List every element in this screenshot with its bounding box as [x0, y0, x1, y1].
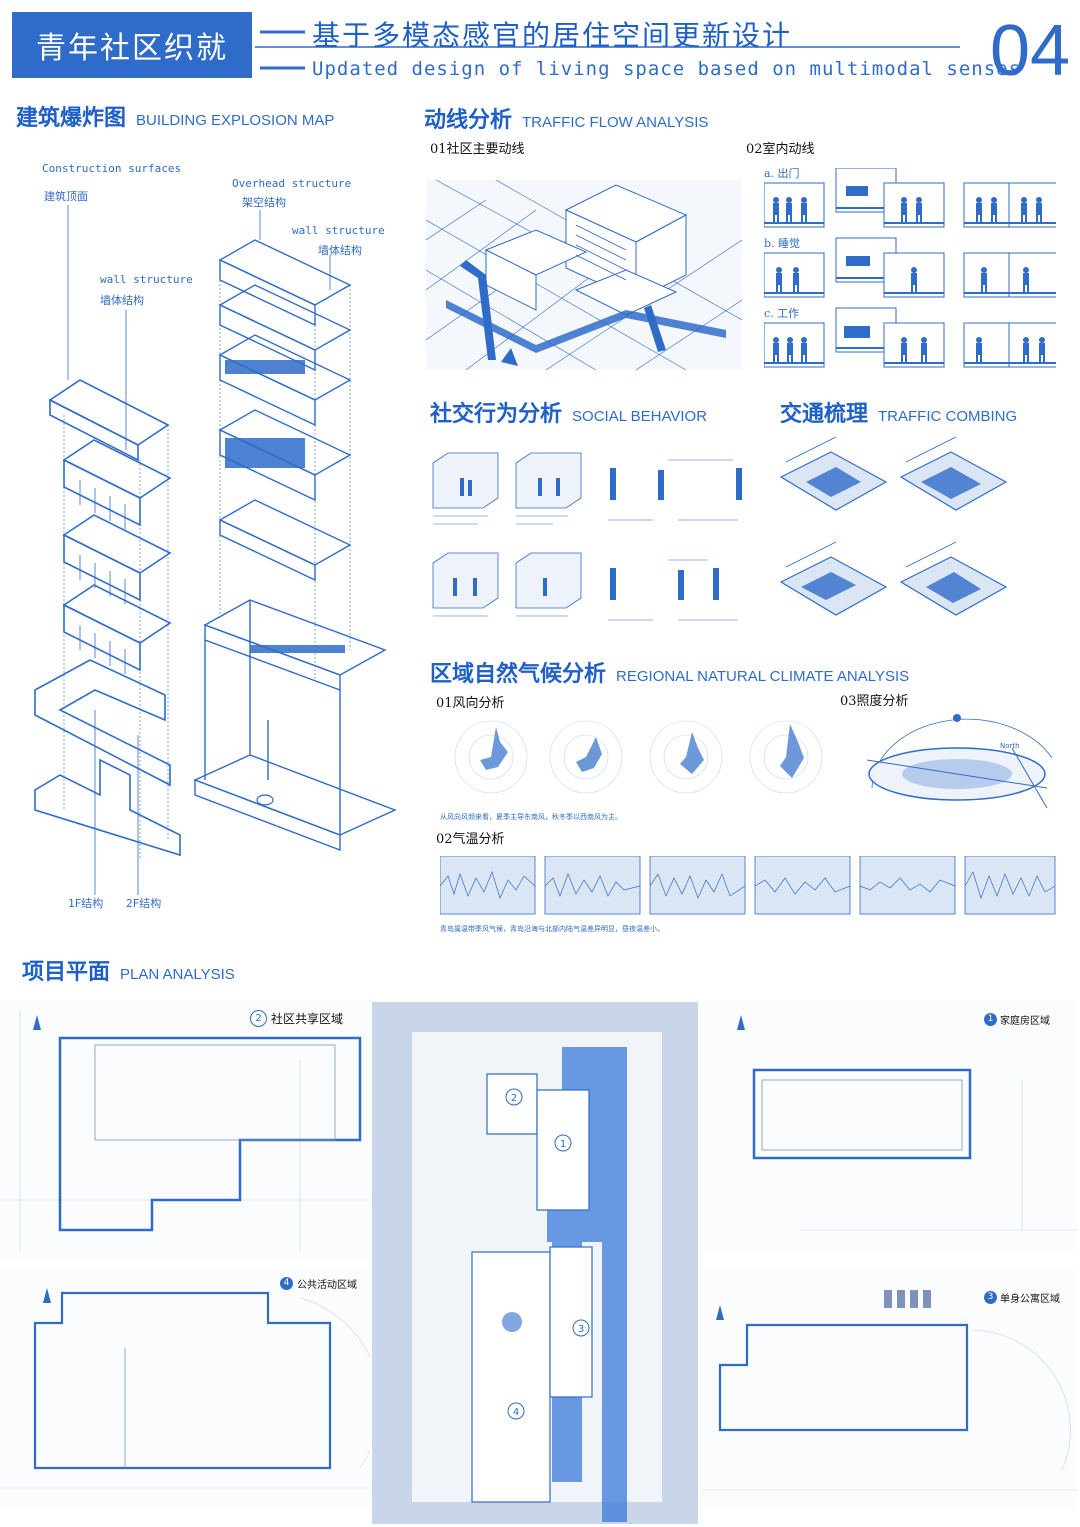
wind-note: 从风向风频来看，夏季主导东南风，秋冬季以西南风为主。 [440, 813, 622, 821]
light-subtitle: 03照度分析 [840, 694, 909, 709]
social-title-cn: 社交行为分析 [430, 401, 563, 427]
plan-title-cn: 项目平面 [22, 959, 111, 985]
label-overhead-en: Overhead structure [232, 177, 352, 190]
zone-3-tag: 3 单身公寓区域 [984, 1290, 1060, 1305]
master-label-2: 2 [511, 1093, 517, 1104]
explosion-title-en: BUILDING EXPLOSION MAP [136, 112, 335, 129]
temp-subtitle: 02气温分析 [436, 832, 505, 847]
row-label-out: a. 出门 [764, 167, 800, 180]
climate-title-cn: 区域自然气候分析 [430, 661, 607, 687]
social-behavior-diagrams [432, 452, 742, 621]
zone-1-number: 1 [984, 1013, 997, 1026]
subtitle-cn: 基于多模态感官的居住空间更新设计 [312, 19, 793, 52]
master-site-plan: 2 1 3 4 [372, 1002, 698, 1524]
project-title: 青年社区织就 [36, 31, 228, 66]
label-2f: 2F结构 [126, 897, 162, 910]
social-title-en: SOCIAL BEHAVIOR [572, 408, 708, 425]
label-wall-right-cn: 墙体结构 [318, 244, 362, 257]
north-label: North [1000, 742, 1020, 750]
combing-title-en: TRAFFIC COMBING [878, 408, 1018, 425]
label-construction-cn: 建筑顶面 [44, 190, 88, 203]
explosion-section-title: 建筑爆炸图 BUILDING EXPLOSION MAP [16, 100, 334, 132]
subtitle-en: Updated design of living space based on … [312, 58, 1022, 80]
combing-section-title: 交通梳理 TRAFFIC COMBING [780, 396, 1017, 428]
zone-4-name: 公共活动区域 [297, 1280, 357, 1291]
plan-section-title: 项目平面 PLAN ANALYSIS [22, 954, 235, 986]
label-overhead-cn: 架空结构 [242, 196, 286, 209]
project-title-box: 青年社区织就 [12, 12, 252, 78]
row-label-sleep: b. 睡觉 [764, 237, 801, 250]
zone-2-tag: 2 社区共享区域 [250, 1010, 343, 1027]
zone-4-number: 4 [280, 1277, 293, 1290]
plan-zone-3 [702, 1270, 1078, 1510]
zone-3-name: 单身公寓区域 [1000, 1294, 1060, 1305]
traffic-section-title: 动线分析 TRAFFIC FLOW ANALYSIS [424, 102, 708, 134]
explosion-drawing [34, 205, 397, 895]
zone-2-name: 社区共享区域 [271, 1012, 344, 1026]
zone-1-tag: 1 家庭房区域 [984, 1012, 1050, 1027]
label-1f: 1F结构 [68, 897, 104, 910]
wind-rose-charts [454, 720, 823, 794]
community-flow-axonometric [426, 180, 742, 370]
zone-1-name: 家庭房区域 [1000, 1016, 1050, 1027]
master-label-1: 1 [560, 1139, 566, 1150]
social-section-title: 社交行为分析 SOCIAL BEHAVIOR [430, 396, 707, 428]
traffic-sub-indoor: 02室内动线 [746, 142, 815, 157]
label-wall-left-cn: 墙体结构 [100, 294, 144, 307]
indoor-flow-grid [764, 168, 1056, 368]
label-construction-en: Construction surfaces [42, 162, 182, 175]
plan-zone-4 [0, 1268, 370, 1508]
plan-title-en: PLAN ANALYSIS [120, 966, 235, 983]
traffic-sub-community: 01社区主要动线 [430, 142, 525, 157]
traffic-combing-diagrams [779, 436, 1008, 616]
zone-4-tag: 4 公共活动区域 [280, 1276, 357, 1291]
label-wall-right-en: wall structure [292, 224, 385, 237]
illuminance-diagram: North [866, 714, 1053, 809]
plan-zone-1 [702, 1000, 1078, 1250]
climate-title-en: REGIONAL NATURAL CLIMATE ANALYSIS [616, 668, 910, 685]
traffic-title-cn: 动线分析 [424, 107, 513, 133]
row-label-work: c. 工作 [764, 307, 800, 320]
wind-subtitle: 01风向分析 [436, 696, 505, 711]
zone-2-number: 2 [250, 1010, 267, 1027]
combing-title-cn: 交通梳理 [780, 401, 869, 427]
master-label-3: 3 [578, 1324, 584, 1335]
temp-note: 青岛属温带季风气候，青岛沿海与北部内陆气温差异明显，昼夜温差小。 [440, 925, 664, 933]
zone-3-number: 3 [984, 1291, 997, 1304]
master-label-4: 4 [513, 1407, 519, 1418]
temperature-charts [440, 856, 1056, 915]
plan-zone-2 [0, 1000, 370, 1260]
traffic-title-en: TRAFFIC FLOW ANALYSIS [522, 114, 709, 131]
label-wall-left-en: wall structure [100, 273, 193, 286]
climate-section-title: 区域自然气候分析 REGIONAL NATURAL CLIMATE ANALYSI… [430, 656, 909, 688]
header-rules [255, 30, 960, 70]
page-number: 04 [990, 11, 1071, 91]
explosion-title-cn: 建筑爆炸图 [16, 105, 127, 131]
